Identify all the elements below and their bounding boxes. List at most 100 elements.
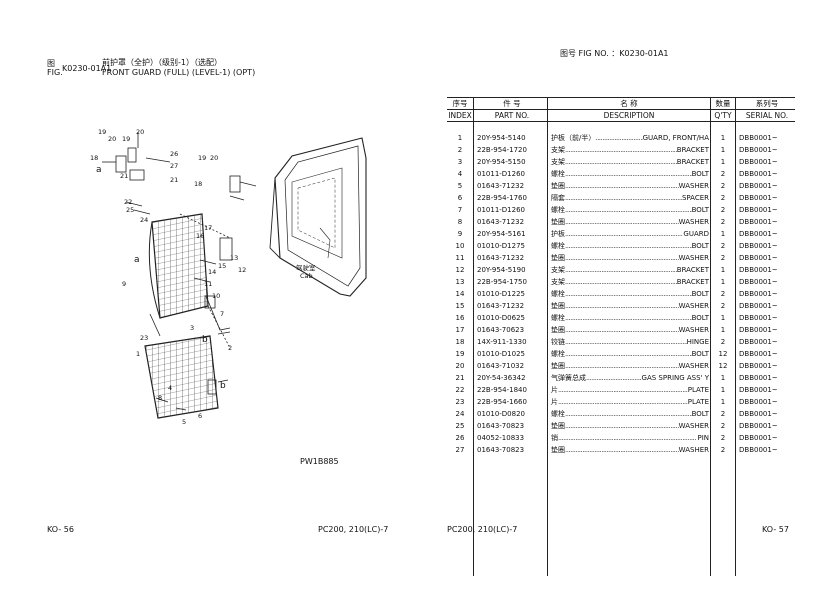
right-fig-number: 图号 FIG NO. ：K0230-01A1 [560,49,669,58]
row-qty: 2 [710,444,736,456]
callout: 8 [158,394,162,402]
row-qty: 2 [710,204,736,216]
row-serial: DBB0001~ [739,158,778,166]
row-desc-en: BOLT [691,206,709,214]
row-part-no: 01010-D0625 [473,312,548,324]
row-leader-dots: ........................................… [565,362,679,370]
header-serial-en: SERIAL NO. [735,109,795,122]
row-desc-en: BRACKET [676,278,709,286]
row-desc-cn: 螺栓 [551,290,565,298]
row-part-no: 01010-D1025 [473,348,548,360]
row-part-no: 01643-71232 [473,180,548,192]
row-qty: 1 [710,156,736,168]
row-leader-dots: ........................................… [558,434,697,442]
row-desc-cn: 垫圈 [551,446,565,454]
row-desc-en: WASHER [678,422,709,430]
row-desc-en: BOLT [691,350,709,358]
row-part-no: 22B-954-1760 [473,192,548,204]
header-index-en: INDEX [447,109,474,122]
row-qty: 1 [710,144,736,156]
row-desc-cn: 铰链 [551,338,565,346]
header-desc-en: DESCRIPTION [547,109,711,122]
table-header-cn: 序号 件 号 名 称 数量 系列号 [447,97,795,110]
row-part-no: 14X-911-1330 [473,336,548,348]
row-serial: DBB0001~ [739,386,778,394]
callout: 2 [228,344,232,352]
row-index: 24 [447,408,474,420]
callout: 27 [170,162,178,170]
lower-guard [144,335,219,419]
row-part-no: 20Y-954-5190 [473,264,548,276]
callout: 15 [218,262,226,270]
row-desc-en: BOLT [691,410,709,418]
row-index: 19 [447,348,474,360]
row-qty: 1 [710,228,736,240]
row-qty: 2 [710,216,736,228]
cab-label-cn: 驾驶室 [296,263,316,272]
row-part-no: 01643-71232 [473,252,548,264]
parts-table: 序号 件 号 名 称 数量 系列号 INDEX PART NO. DESCRIP… [447,97,795,576]
row-description: 支架......................................… [547,144,711,156]
callout: 23 [140,334,148,342]
row-serial: DBB0001~ [739,242,778,250]
row-serial: DBB0001~ [739,266,778,274]
row-desc-cn: 片 [551,398,558,406]
row-leader-dots: ........................................… [586,374,642,382]
row-description: 螺栓......................................… [547,312,711,324]
row-leader-dots: ........................................… [565,338,687,346]
right-model-label: PC200, 210(LC)-7 [447,525,518,534]
callout: 18 [194,180,202,188]
row-serial: DBB0001~ [739,206,778,214]
row-serial: DBB0001~ [739,422,778,430]
row-qty: 1 [710,264,736,276]
row-desc-cn: 护板（前/半） [551,134,596,142]
row-desc-cn: 垫圈 [551,218,565,226]
row-description: 螺栓......................................… [547,168,711,180]
row-index: 27 [447,444,474,456]
row-index: 16 [447,312,474,324]
row-qty: 2 [710,168,736,180]
row-description: 螺栓......................................… [547,348,711,360]
row-leader-dots: ........................................… [565,278,677,286]
row-part-no: 20Y-954-5161 [473,228,548,240]
table-filler-row [447,456,795,576]
row-qty: 12 [710,360,736,372]
row-serial: DBB0001~ [739,410,778,418]
row-desc-en: WASHER [678,326,709,334]
row-leader-dots: ........................................… [558,398,688,406]
row-serial: DBB0001~ [739,350,778,358]
row-part-no: 01010-D1225 [473,288,548,300]
row-description: 螺栓......................................… [547,240,711,252]
row-qty: 2 [710,408,736,420]
cab-frame [269,137,367,297]
row-index: 12 [447,264,474,276]
fig-label-cn: 图 [47,59,55,68]
figure-title-en: FRONT GUARD (FULL) (LEVEL-1) (OPT) [102,68,256,77]
callout: 7 [220,310,224,318]
row-serial: DBB0001~ [739,434,778,442]
row-qty: 1 [710,324,736,336]
row-description: 销.......................................… [547,432,711,444]
row-leader-dots: ........................................… [558,386,688,394]
row-desc-en: WASHER [678,182,709,190]
callout: 19 [98,128,106,136]
row-description: 隔套......................................… [547,192,711,204]
row-description: 气弹簧总成...................................… [547,372,711,384]
row-part-no: 22B-954-1720 [473,144,548,156]
row-part-no: 20Y-54-36342 [473,372,548,384]
row-qty: 2 [710,336,736,348]
row-desc-en: SPACER [681,194,709,202]
row-desc-cn: 垫圈 [551,422,565,430]
row-serial: DBB0001~ [739,146,778,154]
row-serial: DBB0001~ [739,194,778,202]
row-description: 垫圈......................................… [547,180,711,192]
row-index: 26 [447,432,474,444]
